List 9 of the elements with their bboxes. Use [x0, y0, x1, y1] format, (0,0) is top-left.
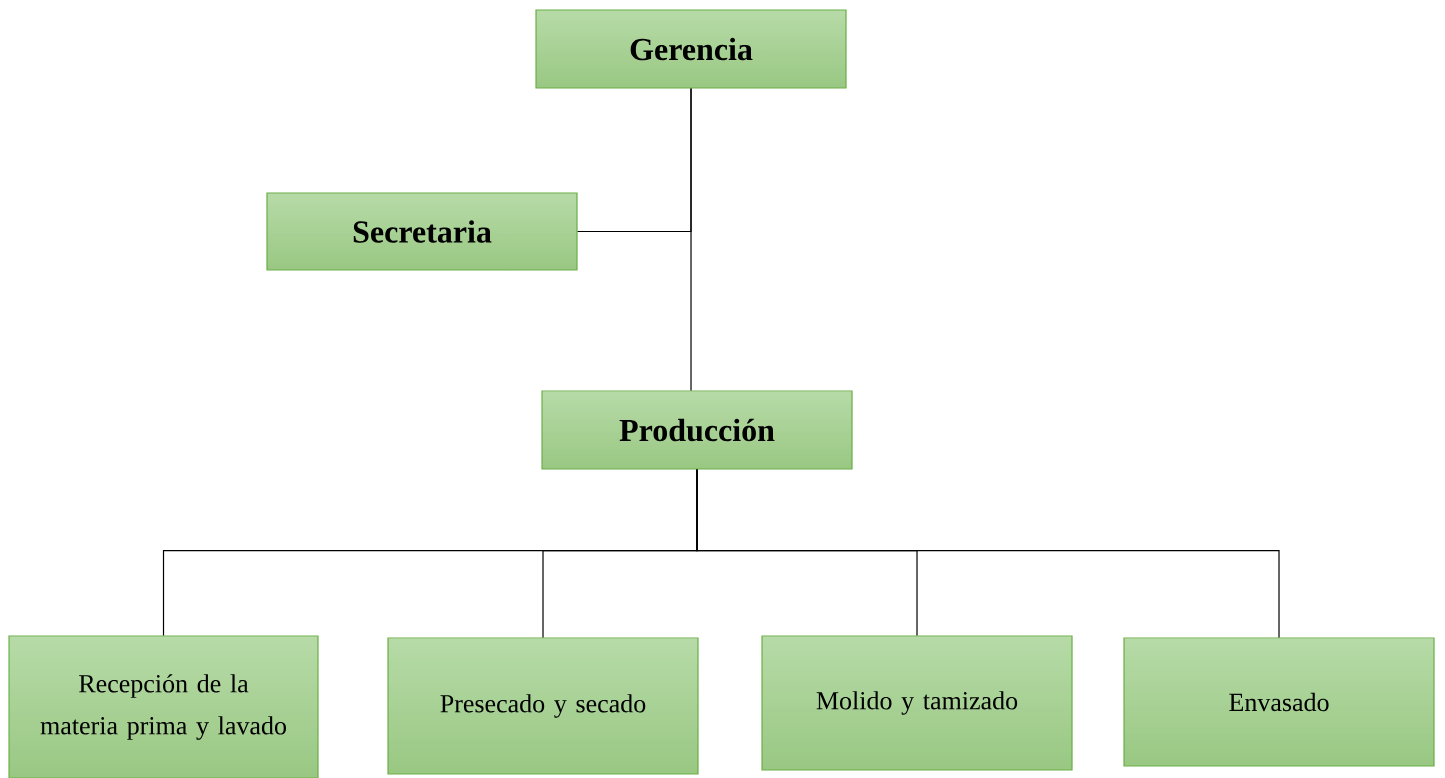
- connector-line: [690, 88, 692, 391]
- org-box: Gerencia: [535, 9, 847, 89]
- connector-line: [696, 469, 1280, 638]
- org-box: Recepción de la materia prima y lavado: [8, 635, 319, 778]
- org-box: Producción: [541, 390, 853, 470]
- org-box: Presecado y secado: [387, 637, 699, 775]
- org-box: Molido y tamizado: [761, 635, 1073, 771]
- org-box: Envasado: [1123, 637, 1435, 767]
- org-box: Secretaria: [266, 192, 578, 271]
